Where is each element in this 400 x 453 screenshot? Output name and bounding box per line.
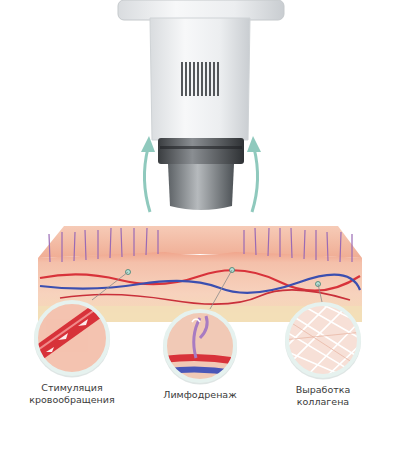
inset-circle: Стимуляция кровообращения (34, 300, 110, 376)
inset-illustration (285, 302, 361, 378)
inset-caption: Выработка коллагена (285, 384, 361, 408)
inset-illustration (34, 300, 110, 376)
inset-caption: Лимфодренаж (155, 389, 245, 401)
inset-circle: Выработка коллагена (285, 302, 361, 378)
inset-illustration (163, 309, 237, 383)
inset-circle: Лимфодренаж (163, 309, 237, 383)
inset-caption: Стимуляция кровообращения (24, 382, 120, 406)
